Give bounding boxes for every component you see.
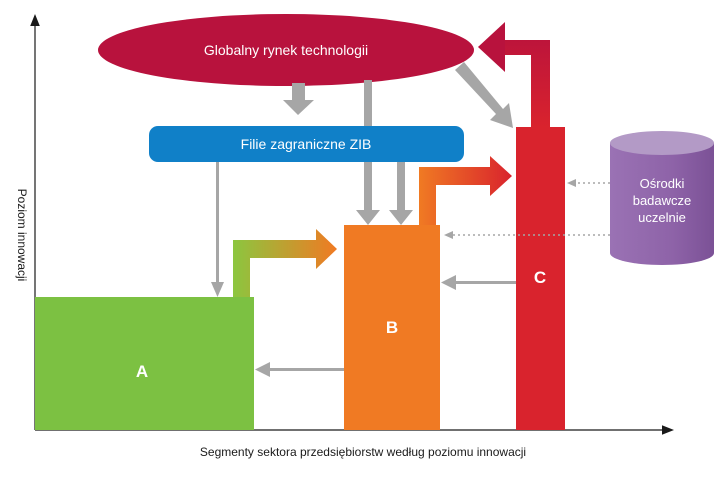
- dotted-arrows: [444, 179, 610, 239]
- research-centers-label-3: uczelnie: [638, 210, 686, 225]
- cylinder-body: [610, 143, 714, 265]
- global-market-label: Globalny rynek technologii: [204, 42, 368, 58]
- cylinder-top: [610, 131, 714, 155]
- research-centers-label-1: Ośrodki: [640, 176, 685, 191]
- segment-c-label: C: [534, 268, 546, 287]
- segment-b-block: [344, 225, 440, 430]
- arrow-global-to-affiliates: [283, 83, 314, 115]
- arrow-b-to-c: [419, 156, 512, 225]
- research-centers-label-2: badawcze: [633, 193, 692, 208]
- y-axis-label: Poziom innowacji: [15, 189, 29, 282]
- segment-a-label: A: [136, 362, 148, 381]
- segment-a-block: [35, 297, 254, 430]
- global-market-ellipse: [98, 14, 474, 86]
- segment-c-block: [516, 127, 565, 430]
- foreign-affiliates-label: Filie zagraniczne ZIB: [241, 136, 372, 152]
- arrow-a-to-b: [233, 229, 337, 297]
- arrow-c-to-global-head: [478, 22, 505, 72]
- arrow-global-to-c: [455, 62, 513, 128]
- arrow-c-to-b-shaft: [456, 281, 516, 284]
- arrow-affiliates-to-a-shaft: [216, 162, 219, 284]
- arrow-b-to-a-head: [255, 362, 270, 377]
- arrow-c-to-b-head: [441, 275, 456, 290]
- arrow-b-to-a-shaft: [270, 368, 344, 371]
- arrow-affiliates-to-b: [389, 162, 413, 225]
- x-axis-label: Segmenty sektora przedsiębiorstw według …: [200, 445, 526, 459]
- dotted-research-to-c-head: [567, 179, 576, 187]
- foreign-affiliates-bar: [149, 126, 464, 162]
- research-centers-cylinder: Ośrodki badawcze uczelnie: [610, 131, 714, 265]
- arrow-c-to-global: [478, 26, 550, 127]
- dotted-research-to-b-head: [444, 231, 453, 239]
- segment-b-label: B: [386, 318, 398, 337]
- arrow-affiliates-to-a-head: [211, 282, 224, 297]
